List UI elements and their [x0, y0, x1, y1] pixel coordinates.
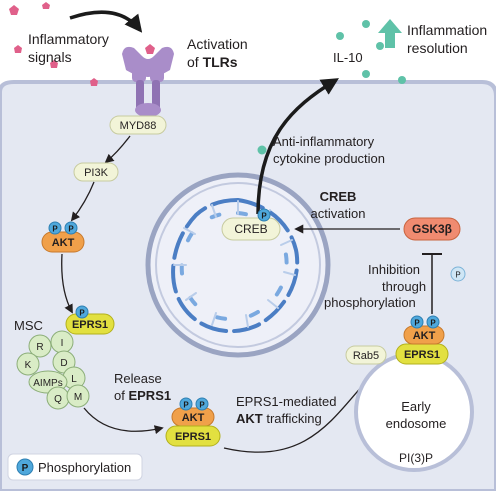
pi3k-to-akt-arrow [70, 181, 95, 222]
svg-text:P: P [183, 401, 189, 410]
svg-text:P: P [430, 319, 436, 328]
svg-text:AKT: AKT [52, 237, 75, 249]
legend: P Phosphorylation [7, 453, 143, 481]
cytokine-release-arrow [256, 78, 339, 215]
il10-cytokine-dots [336, 20, 406, 84]
gsk3b-label: GSK3β [412, 222, 452, 236]
svg-text:AKT: AKT [413, 330, 436, 342]
release-label: Release [114, 371, 162, 386]
phosphorylation-label: phosphorylation [324, 295, 416, 310]
svg-text:EPRS1: EPRS1 [72, 319, 108, 331]
tlr-receptor [122, 46, 174, 117]
inflammatory-signals-label: Inflammatory [28, 31, 109, 47]
pi3k-label: PI3K [84, 167, 109, 179]
svg-text:R: R [36, 342, 43, 353]
eprs1-akt-complex-free: AKT EPRS1 P P [165, 397, 221, 447]
svg-text:P: P [79, 309, 85, 318]
early-label: Early [401, 399, 431, 414]
myd88-pill [109, 115, 167, 135]
pi3k-pill [73, 162, 119, 182]
anti-inflammatory-label: Anti-inflammatory [273, 134, 375, 149]
svg-text:EPRS1: EPRS1 [404, 349, 440, 361]
svg-text:Q: Q [54, 394, 62, 405]
release-arrow [83, 407, 164, 435]
gsk3b-pill [403, 217, 461, 241]
svg-text:P: P [199, 401, 205, 410]
release-of-eprs1-label: of EPRS1 [114, 388, 171, 403]
svg-text:P: P [68, 225, 74, 234]
trafficking-label: EPRS1-mediated [236, 394, 336, 409]
signal-to-tlr-arrow [69, 10, 143, 33]
phospho-transfer-circle [450, 266, 466, 282]
svg-text:D: D [60, 358, 67, 369]
svg-text:K: K [25, 360, 32, 371]
svg-text:P: P [455, 271, 460, 280]
svg-text:M: M [74, 392, 82, 403]
svg-text:CREB: CREB [234, 222, 267, 236]
resolution-up-arrow [378, 19, 402, 48]
svg-text:P: P [261, 212, 267, 221]
creb-complex: CREB P [221, 208, 281, 241]
svg-text:P: P [52, 225, 58, 234]
akt-complex-cytoplasm: AKT P P [41, 221, 85, 253]
inhibition-label: Inhibition [368, 262, 420, 277]
pi3p-label: PI(3)P [399, 451, 433, 465]
svg-text:L: L [71, 374, 77, 385]
resolution-label: resolution [407, 40, 468, 56]
svg-text:P: P [22, 463, 29, 474]
il10-label: IL-10 [333, 50, 363, 65]
creb-activation-label: CREB [320, 189, 357, 204]
svg-text:AIMPs: AIMPs [33, 378, 62, 389]
legend-phosphorylation-label: Phosphorylation [38, 460, 131, 475]
inflammatory-signal-ligands [9, 2, 155, 86]
svg-text:EPRS1: EPRS1 [175, 431, 211, 443]
cytokine-production-label: cytokine production [273, 151, 385, 166]
tlr-activation-label-2: of TLRs [187, 54, 238, 70]
akt-trafficking-label: AKT trafficking [236, 411, 322, 426]
through-label: through [382, 279, 426, 294]
inflammatory-signals-label-2: signals [28, 49, 72, 65]
svg-text:AKT: AKT [182, 412, 205, 424]
endosome-akt-complex: Rab5 EPRS1 AKT P P [345, 315, 449, 365]
activation-label: activation [311, 206, 366, 221]
msc-label: MSC [14, 318, 43, 333]
cytokine-dot [257, 145, 267, 155]
endosome-label: endosome [386, 416, 447, 431]
svg-text:Rab5: Rab5 [353, 350, 379, 362]
eprs1-in-msc: EPRS1 P [65, 305, 115, 335]
aimp-complex: R I K D L AIMPs Q M [16, 330, 90, 410]
tlr-activation-label: Activation [187, 36, 248, 52]
svg-text:P: P [414, 319, 420, 328]
inflammation-label: Inflammation [407, 22, 487, 38]
akt-to-eprs1-arrow [61, 253, 73, 314]
myd88-to-pi3k-arrow [104, 135, 131, 164]
nucleus-inner-membrane [155, 182, 321, 348]
svg-text:I: I [61, 338, 64, 349]
myd88-label: MYD88 [120, 120, 157, 132]
